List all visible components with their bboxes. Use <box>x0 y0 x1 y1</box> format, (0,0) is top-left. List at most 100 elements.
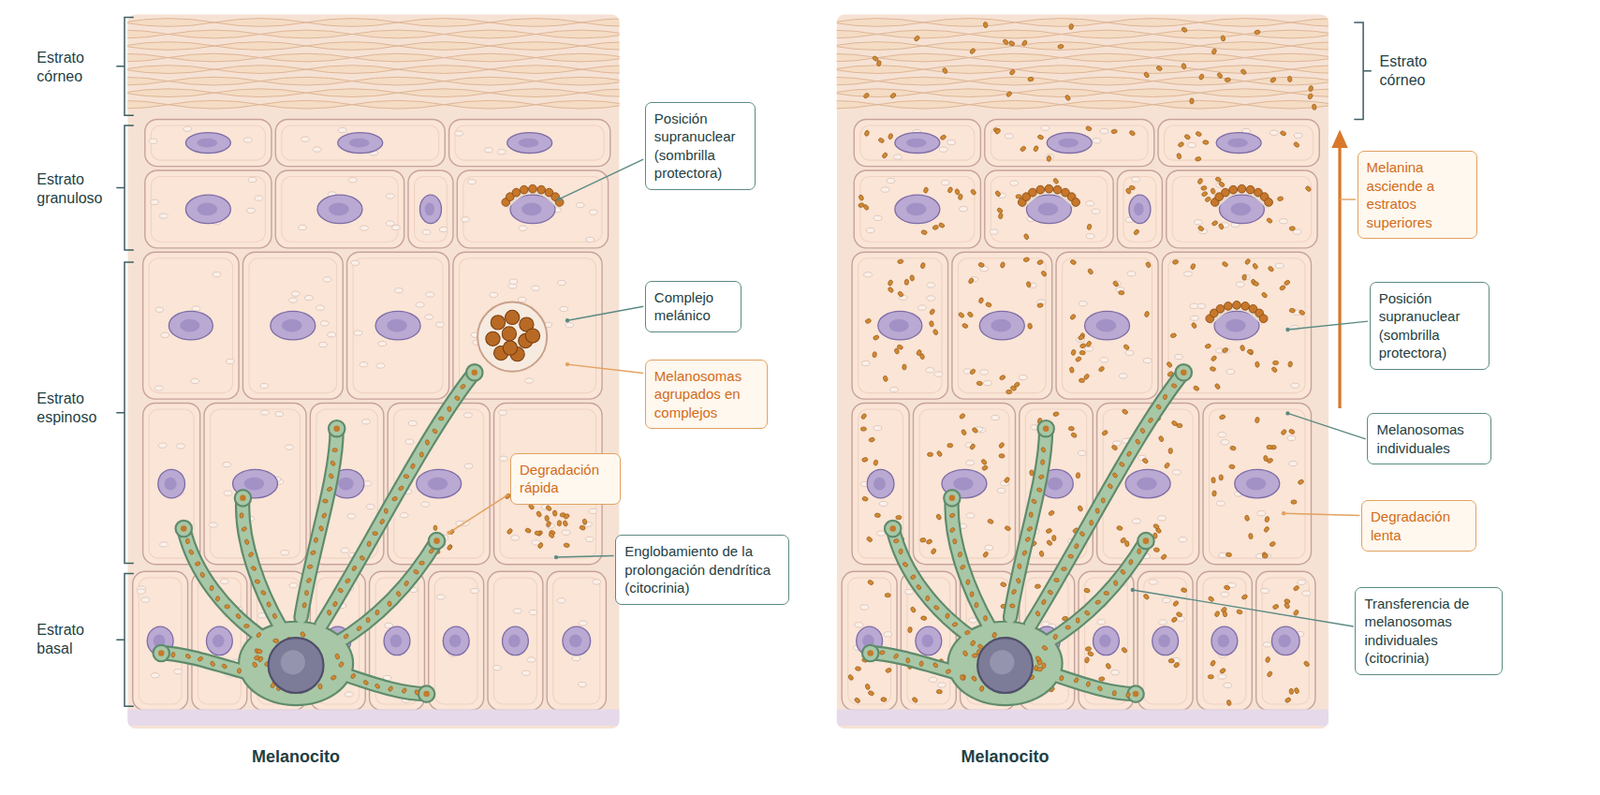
melanosome <box>1100 498 1105 504</box>
melanin-cap <box>1237 184 1247 193</box>
melanosome <box>321 512 327 519</box>
dendrite-guide <box>321 372 474 625</box>
melanosome <box>1103 590 1110 596</box>
melanosome <box>896 290 904 297</box>
melanosome <box>1189 98 1194 104</box>
corneocyte <box>489 88 582 98</box>
corneocyte <box>836 100 879 109</box>
granule <box>158 442 167 448</box>
granule <box>528 609 538 615</box>
melanosome <box>423 690 430 698</box>
melanosome <box>330 674 338 680</box>
melanosome <box>234 613 242 620</box>
leader-line <box>1287 412 1366 439</box>
melanosome <box>1153 546 1160 552</box>
melanocyte-body <box>949 622 1062 705</box>
melanocyte-nucleolus <box>989 649 1014 675</box>
melanosome <box>318 683 323 690</box>
corneocyte <box>877 53 969 62</box>
melanosome <box>1095 599 1101 604</box>
tissue-ground <box>127 14 619 729</box>
melanosome <box>1251 263 1259 270</box>
melanosome <box>998 453 1006 458</box>
melanosome <box>959 674 965 680</box>
granule <box>572 656 581 661</box>
granule <box>1241 274 1250 279</box>
corneocyte <box>1061 100 1154 109</box>
corneocyte <box>1291 18 1329 28</box>
melanosome <box>920 615 927 620</box>
melanosome <box>446 543 453 551</box>
melanosome <box>1126 450 1132 457</box>
granule <box>1100 128 1109 133</box>
melanosome <box>961 322 969 330</box>
melanosome <box>1072 676 1079 684</box>
melanosome <box>932 328 940 336</box>
melanosome <box>887 278 894 286</box>
melanosome <box>1143 71 1150 78</box>
melanosome <box>248 551 255 558</box>
nucleolus <box>449 634 462 648</box>
melanosome <box>1009 68 1016 75</box>
melanosome <box>1070 431 1077 439</box>
melanosome <box>1218 413 1226 420</box>
melanosome <box>866 535 873 543</box>
corneocyte <box>877 76 969 86</box>
corneocyte <box>306 65 398 74</box>
melanosome <box>1028 512 1033 518</box>
melanosome <box>272 613 279 620</box>
melanin-cap <box>512 188 521 197</box>
nucleolus <box>1099 634 1112 648</box>
melanosome <box>1172 600 1179 607</box>
melanosome <box>1297 478 1305 485</box>
melanosome <box>1283 278 1291 286</box>
melanosome <box>1224 77 1232 83</box>
granule <box>1220 440 1230 445</box>
melanosome <box>938 221 945 229</box>
cell-cytoplasm <box>210 409 301 558</box>
melanosome <box>882 375 889 382</box>
dendrite-guide <box>341 673 426 694</box>
melanosome <box>1172 259 1179 265</box>
melanosome <box>1200 185 1207 191</box>
melanin-cap <box>1053 185 1062 194</box>
melanosome <box>1144 310 1150 318</box>
granule <box>455 131 464 136</box>
granule <box>522 670 531 676</box>
corneocyte <box>1014 42 1107 51</box>
nucleus <box>375 310 421 340</box>
dendrite-tip <box>1137 532 1154 549</box>
nucleolus <box>244 477 265 491</box>
granule <box>154 385 163 391</box>
stratum-label: Estrato córneo <box>1379 52 1452 90</box>
melanosome <box>1262 551 1269 558</box>
cell-cytoplasm <box>150 176 265 243</box>
keratinocyte <box>487 571 544 710</box>
stratum-label: Estrato granuloso <box>36 170 108 208</box>
melanosome <box>1293 687 1300 694</box>
dendrite-tip <box>153 645 170 661</box>
melanosome <box>1120 646 1128 654</box>
nucleolus <box>197 203 219 217</box>
cell-cytoplasm <box>281 125 440 161</box>
granule <box>1226 368 1235 374</box>
melanosome <box>1175 152 1182 160</box>
granule <box>190 378 200 383</box>
corneocyte <box>923 18 1015 28</box>
melanosome <box>1209 660 1217 667</box>
granule <box>280 550 290 556</box>
melanosome <box>958 412 966 420</box>
melanosome <box>1283 601 1291 609</box>
melanin-cap <box>1223 302 1233 311</box>
arrow-shaft <box>1337 145 1341 409</box>
melanosome <box>926 452 933 457</box>
granule <box>316 305 325 310</box>
melanosome <box>332 448 338 453</box>
melanosome <box>240 526 248 532</box>
melanosome <box>333 425 340 432</box>
dendrite-guide <box>893 528 977 642</box>
corneocyte <box>1199 42 1292 51</box>
melanosome <box>1222 610 1229 617</box>
melanosome <box>209 660 216 668</box>
